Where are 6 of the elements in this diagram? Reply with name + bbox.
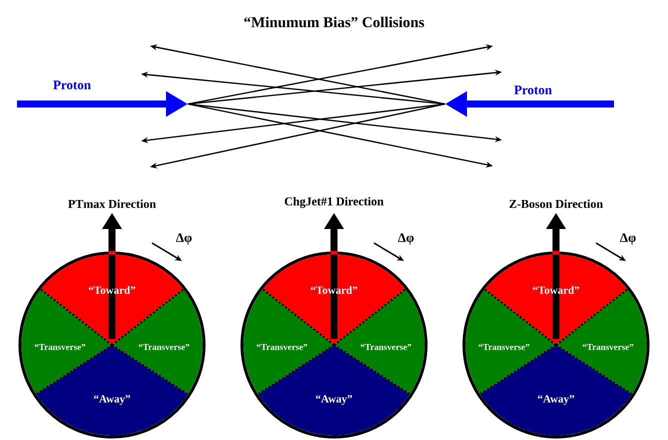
angle-label: Δφ <box>176 233 192 245</box>
beam-label: Proton <box>514 86 552 94</box>
angle-label: Δφ <box>398 233 414 245</box>
title: “Minumum Bias” Collisions <box>244 16 424 28</box>
angle-label: Δφ <box>620 233 636 245</box>
beam-label: Proton <box>53 80 91 90</box>
